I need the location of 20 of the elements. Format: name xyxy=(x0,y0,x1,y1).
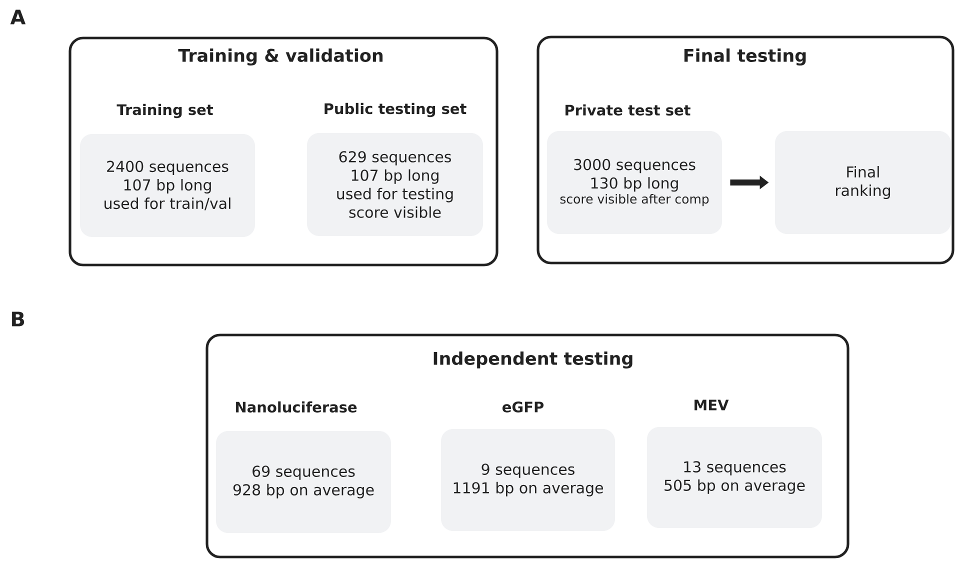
set-heading: eGFP xyxy=(502,402,544,412)
info-box xyxy=(775,131,951,234)
box-text: 3000 sequences 130 bp long xyxy=(574,158,696,192)
box-text: 9 sequences 1191 bp on average xyxy=(454,464,603,496)
panel-title: Training & validation xyxy=(178,48,383,66)
box-text: 13 sequences 505 bp on average xyxy=(664,461,805,494)
box-text: 2400 sequences 107 bp long used for train/val xyxy=(104,160,230,210)
set-heading: Private test set xyxy=(566,104,690,116)
panel-title: Independent testing xyxy=(434,351,632,369)
set-heading: MEV xyxy=(694,400,729,410)
box-text: 629 sequences 107 bp long used for testing score visible xyxy=(337,151,453,218)
panel-title: Final testing xyxy=(684,48,806,66)
set-heading: Training set xyxy=(116,104,213,118)
box-note: score visible after comp xyxy=(560,194,709,206)
panel-letter: B xyxy=(12,312,24,326)
set-heading: Public testing set xyxy=(324,102,466,118)
panel-letter: A xyxy=(10,10,26,24)
box-text: 69 sequences 928 bp on average xyxy=(233,466,374,498)
set-heading: Nanoluciferase xyxy=(236,401,357,413)
box-text: Final ranking xyxy=(836,166,890,199)
